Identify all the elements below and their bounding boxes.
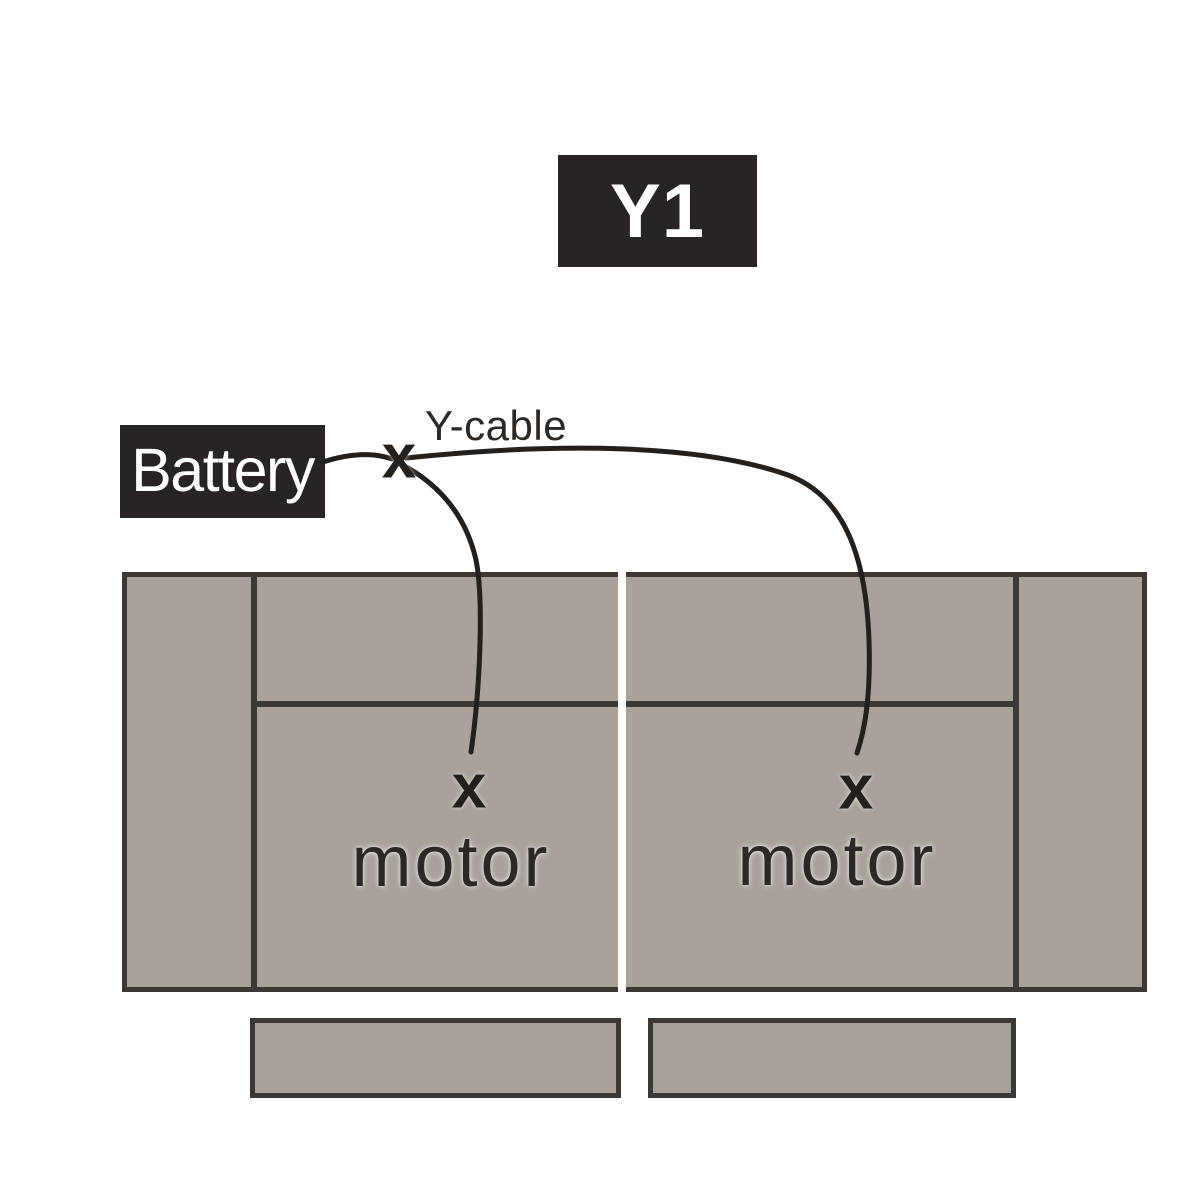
junction-x-mark: x bbox=[381, 422, 417, 492]
motor-connector-x-left: x bbox=[451, 752, 487, 822]
left-armrest-divider bbox=[251, 572, 257, 992]
motor-label-left: motor bbox=[351, 822, 551, 902]
config-badge-label: Y1 bbox=[610, 168, 705, 254]
right-armrest-divider bbox=[1013, 572, 1019, 992]
battery-label: Battery bbox=[131, 435, 315, 504]
footrest-right bbox=[648, 1018, 1016, 1098]
backrest-divider bbox=[251, 701, 1019, 707]
motor-label-right: motor bbox=[737, 821, 937, 901]
config-badge: Y1 bbox=[558, 155, 757, 267]
motor-connector-x-right: x bbox=[838, 753, 874, 823]
seat-gap bbox=[618, 570, 626, 994]
sofa-body bbox=[122, 572, 1147, 992]
y-cable-label: Y-cable bbox=[425, 402, 568, 449]
battery-box: Battery bbox=[120, 425, 325, 518]
footrest-left bbox=[250, 1018, 621, 1098]
